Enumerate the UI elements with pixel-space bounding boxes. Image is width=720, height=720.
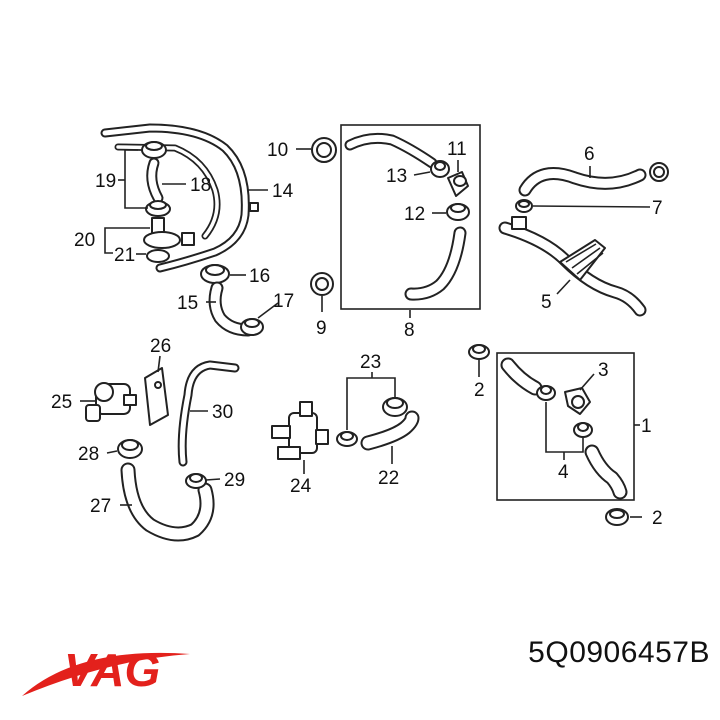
clamp-17 <box>240 318 264 336</box>
callout-1: 1 <box>641 416 652 437</box>
hose-22 <box>360 410 420 451</box>
connector-3 <box>564 387 591 415</box>
hose-6 <box>518 167 647 197</box>
callout-14: 14 <box>272 181 294 202</box>
pump-25 <box>85 382 137 422</box>
callout-24: 24 <box>290 476 312 497</box>
clamp-29 <box>185 473 207 489</box>
hose-1-upper <box>500 357 543 396</box>
clamp-23b <box>336 431 358 447</box>
pipe-5 <box>498 216 647 317</box>
callout-2a: 2 <box>474 380 485 401</box>
clamp-7 <box>515 199 533 213</box>
callout-23: 23 <box>360 352 381 373</box>
hose-1-lower <box>584 444 628 500</box>
clamp-4a <box>536 385 556 401</box>
clamp-6 <box>649 162 669 182</box>
oring-21 <box>146 249 170 263</box>
callout-25: 25 <box>51 392 72 413</box>
hose-8-lower <box>404 226 467 301</box>
callout-10: 10 <box>267 140 288 161</box>
leader-lines <box>80 148 651 518</box>
callout-16: 16 <box>249 266 270 287</box>
group-box-1 <box>496 352 635 501</box>
callout-3: 3 <box>598 360 609 381</box>
callout-15: 15 <box>177 293 198 314</box>
clamp-10 <box>311 137 337 163</box>
callout-6: 6 <box>584 144 595 165</box>
callout-7: 7 <box>652 198 663 219</box>
callout-18: 18 <box>190 175 211 196</box>
clamp-23a <box>382 397 408 417</box>
hose-18 <box>146 157 164 204</box>
hose-27 <box>120 462 215 542</box>
clamp-13 <box>430 160 450 178</box>
callout-11: 11 <box>447 139 467 160</box>
clamp-2b <box>605 508 629 526</box>
callout-21: 21 <box>114 245 135 266</box>
callout-13: 13 <box>386 166 407 187</box>
callout-22: 22 <box>378 468 399 489</box>
callout-19: 19 <box>95 171 116 192</box>
pipe-30 <box>177 360 240 467</box>
callout-2b: 2 <box>652 508 663 529</box>
hose-8-upper <box>344 132 438 169</box>
clamp-19b <box>145 200 171 217</box>
callout-4: 4 <box>558 462 569 483</box>
vag-logo: VAG <box>22 644 190 696</box>
callout-8: 8 <box>404 320 415 341</box>
callout-28: 28 <box>78 444 99 465</box>
part-number: 5Q0906457B <box>528 636 710 669</box>
connector-11 <box>447 171 469 197</box>
clamp-28 <box>117 439 143 459</box>
callout-26: 26 <box>150 336 171 357</box>
callout-29: 29 <box>224 470 245 491</box>
callout-12: 12 <box>404 204 425 225</box>
group-box-8 <box>340 124 481 310</box>
clamp-2a <box>468 344 490 360</box>
callout-17: 17 <box>273 291 294 312</box>
clamp-4b <box>573 422 593 438</box>
hose-15 <box>208 281 255 337</box>
clamp-19 <box>141 141 167 159</box>
clamp-12 <box>446 203 470 221</box>
fitting-20 <box>143 217 195 249</box>
callout-9: 9 <box>316 318 327 339</box>
callout-27: 27 <box>90 496 111 517</box>
valve-24 <box>271 401 329 460</box>
clamp-16 <box>200 264 230 284</box>
pipe-assembly-14 <box>100 123 259 273</box>
callout-5: 5 <box>541 292 552 313</box>
clamp-9 <box>310 272 334 296</box>
logo-text: VAG <box>64 644 160 696</box>
callout-30: 30 <box>212 402 233 423</box>
callout-20: 20 <box>74 230 95 251</box>
bracket-26 <box>144 367 169 426</box>
logo-swoosh <box>22 652 190 696</box>
